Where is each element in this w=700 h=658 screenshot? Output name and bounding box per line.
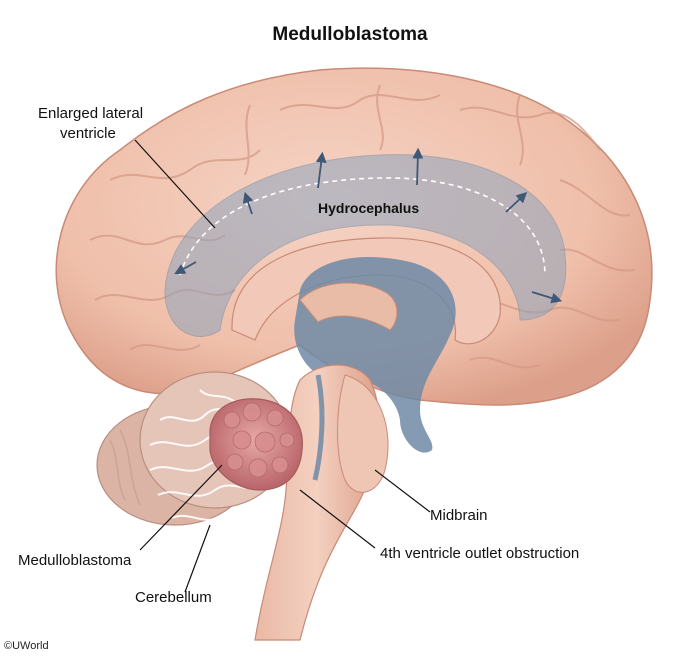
fornix bbox=[299, 282, 398, 331]
label-medulloblastoma: Medulloblastoma bbox=[18, 552, 132, 569]
leader-lines bbox=[134, 139, 431, 593]
midbrain bbox=[337, 374, 389, 493]
cerebral-aqueduct bbox=[312, 374, 325, 481]
page-title: Medulloblastoma bbox=[272, 24, 428, 45]
label-enlarged-lateral-ventricle-line2: ventricle bbox=[60, 125, 116, 142]
label-outlet-obstruction: 4th ventricle outlet obstruction bbox=[380, 545, 580, 562]
csf-flow-path bbox=[179, 177, 546, 276]
hydrocephalus-arrows bbox=[174, 147, 563, 304]
medulloblastoma-tumor bbox=[209, 398, 303, 491]
label-enlarged-lateral-ventricle-line1: Enlarged lateral bbox=[38, 105, 144, 122]
label-cerebellum: Cerebellum bbox=[135, 589, 212, 606]
label-midbrain: Midbrain bbox=[430, 507, 488, 524]
enlarged-lateral-ventricle bbox=[164, 154, 567, 337]
label-hydrocephalus: Hydrocephalus bbox=[318, 200, 420, 216]
copyright-text: ©UWorld bbox=[4, 640, 49, 652]
